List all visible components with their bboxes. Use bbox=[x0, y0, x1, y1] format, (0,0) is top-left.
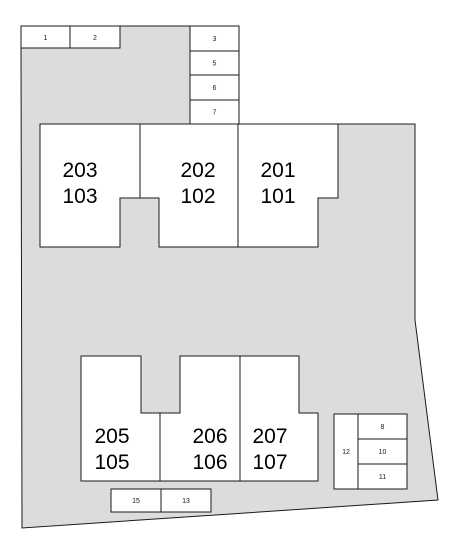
parking-row-south: 15 13 bbox=[110, 488, 212, 513]
parking-slot bbox=[357, 463, 408, 490]
parking-slot-number: 1 bbox=[44, 35, 48, 42]
parking-slot-number: 3 bbox=[213, 36, 217, 43]
parking-slot bbox=[189, 50, 240, 76]
parking-slot bbox=[160, 488, 212, 513]
parking-column-north: 3 5 6 7 bbox=[189, 25, 240, 125]
unit-number: 103 bbox=[62, 185, 97, 208]
parking-slot-number: 2 bbox=[93, 35, 97, 42]
parking-slot-number: 8 bbox=[381, 424, 385, 431]
parking-slot-number: 7 bbox=[213, 110, 217, 117]
unit-number: 203 bbox=[62, 159, 97, 182]
unit-number: 106 bbox=[192, 451, 227, 474]
parking-slot bbox=[189, 99, 240, 125]
unit-number: 105 bbox=[94, 451, 129, 474]
unit-block bbox=[239, 355, 319, 482]
unit-number: 107 bbox=[252, 451, 287, 474]
unit-number: 101 bbox=[260, 185, 295, 208]
unit-number: 201 bbox=[260, 159, 295, 182]
parking-slot-number: 10 bbox=[379, 449, 387, 456]
parking-slot-number: 12 bbox=[342, 449, 350, 456]
parking-row-north: 1 2 bbox=[20, 25, 121, 49]
unit-number: 102 bbox=[180, 185, 215, 208]
parking-slot bbox=[357, 438, 408, 465]
building-south: 205 105 206 106 207 107 bbox=[80, 355, 319, 482]
unit-number: 206 bbox=[192, 425, 227, 448]
unit-number: 205 bbox=[94, 425, 129, 448]
unit-number: 202 bbox=[180, 159, 215, 182]
parking-slot-number: 5 bbox=[213, 61, 217, 68]
unit-block bbox=[237, 123, 339, 248]
parking-slot bbox=[69, 25, 121, 49]
parking-slot-number: 11 bbox=[379, 474, 386, 481]
parking-slot bbox=[333, 413, 359, 490]
parking-slot-number: 15 bbox=[132, 498, 140, 505]
parking-slot-number: 6 bbox=[213, 85, 217, 92]
building-north: 203 103 202 102 201 101 bbox=[39, 123, 339, 248]
parking-slot-number: 13 bbox=[182, 498, 190, 505]
unit-number: 207 bbox=[252, 425, 287, 448]
parking-group-east: 12 8 10 11 bbox=[333, 413, 408, 490]
